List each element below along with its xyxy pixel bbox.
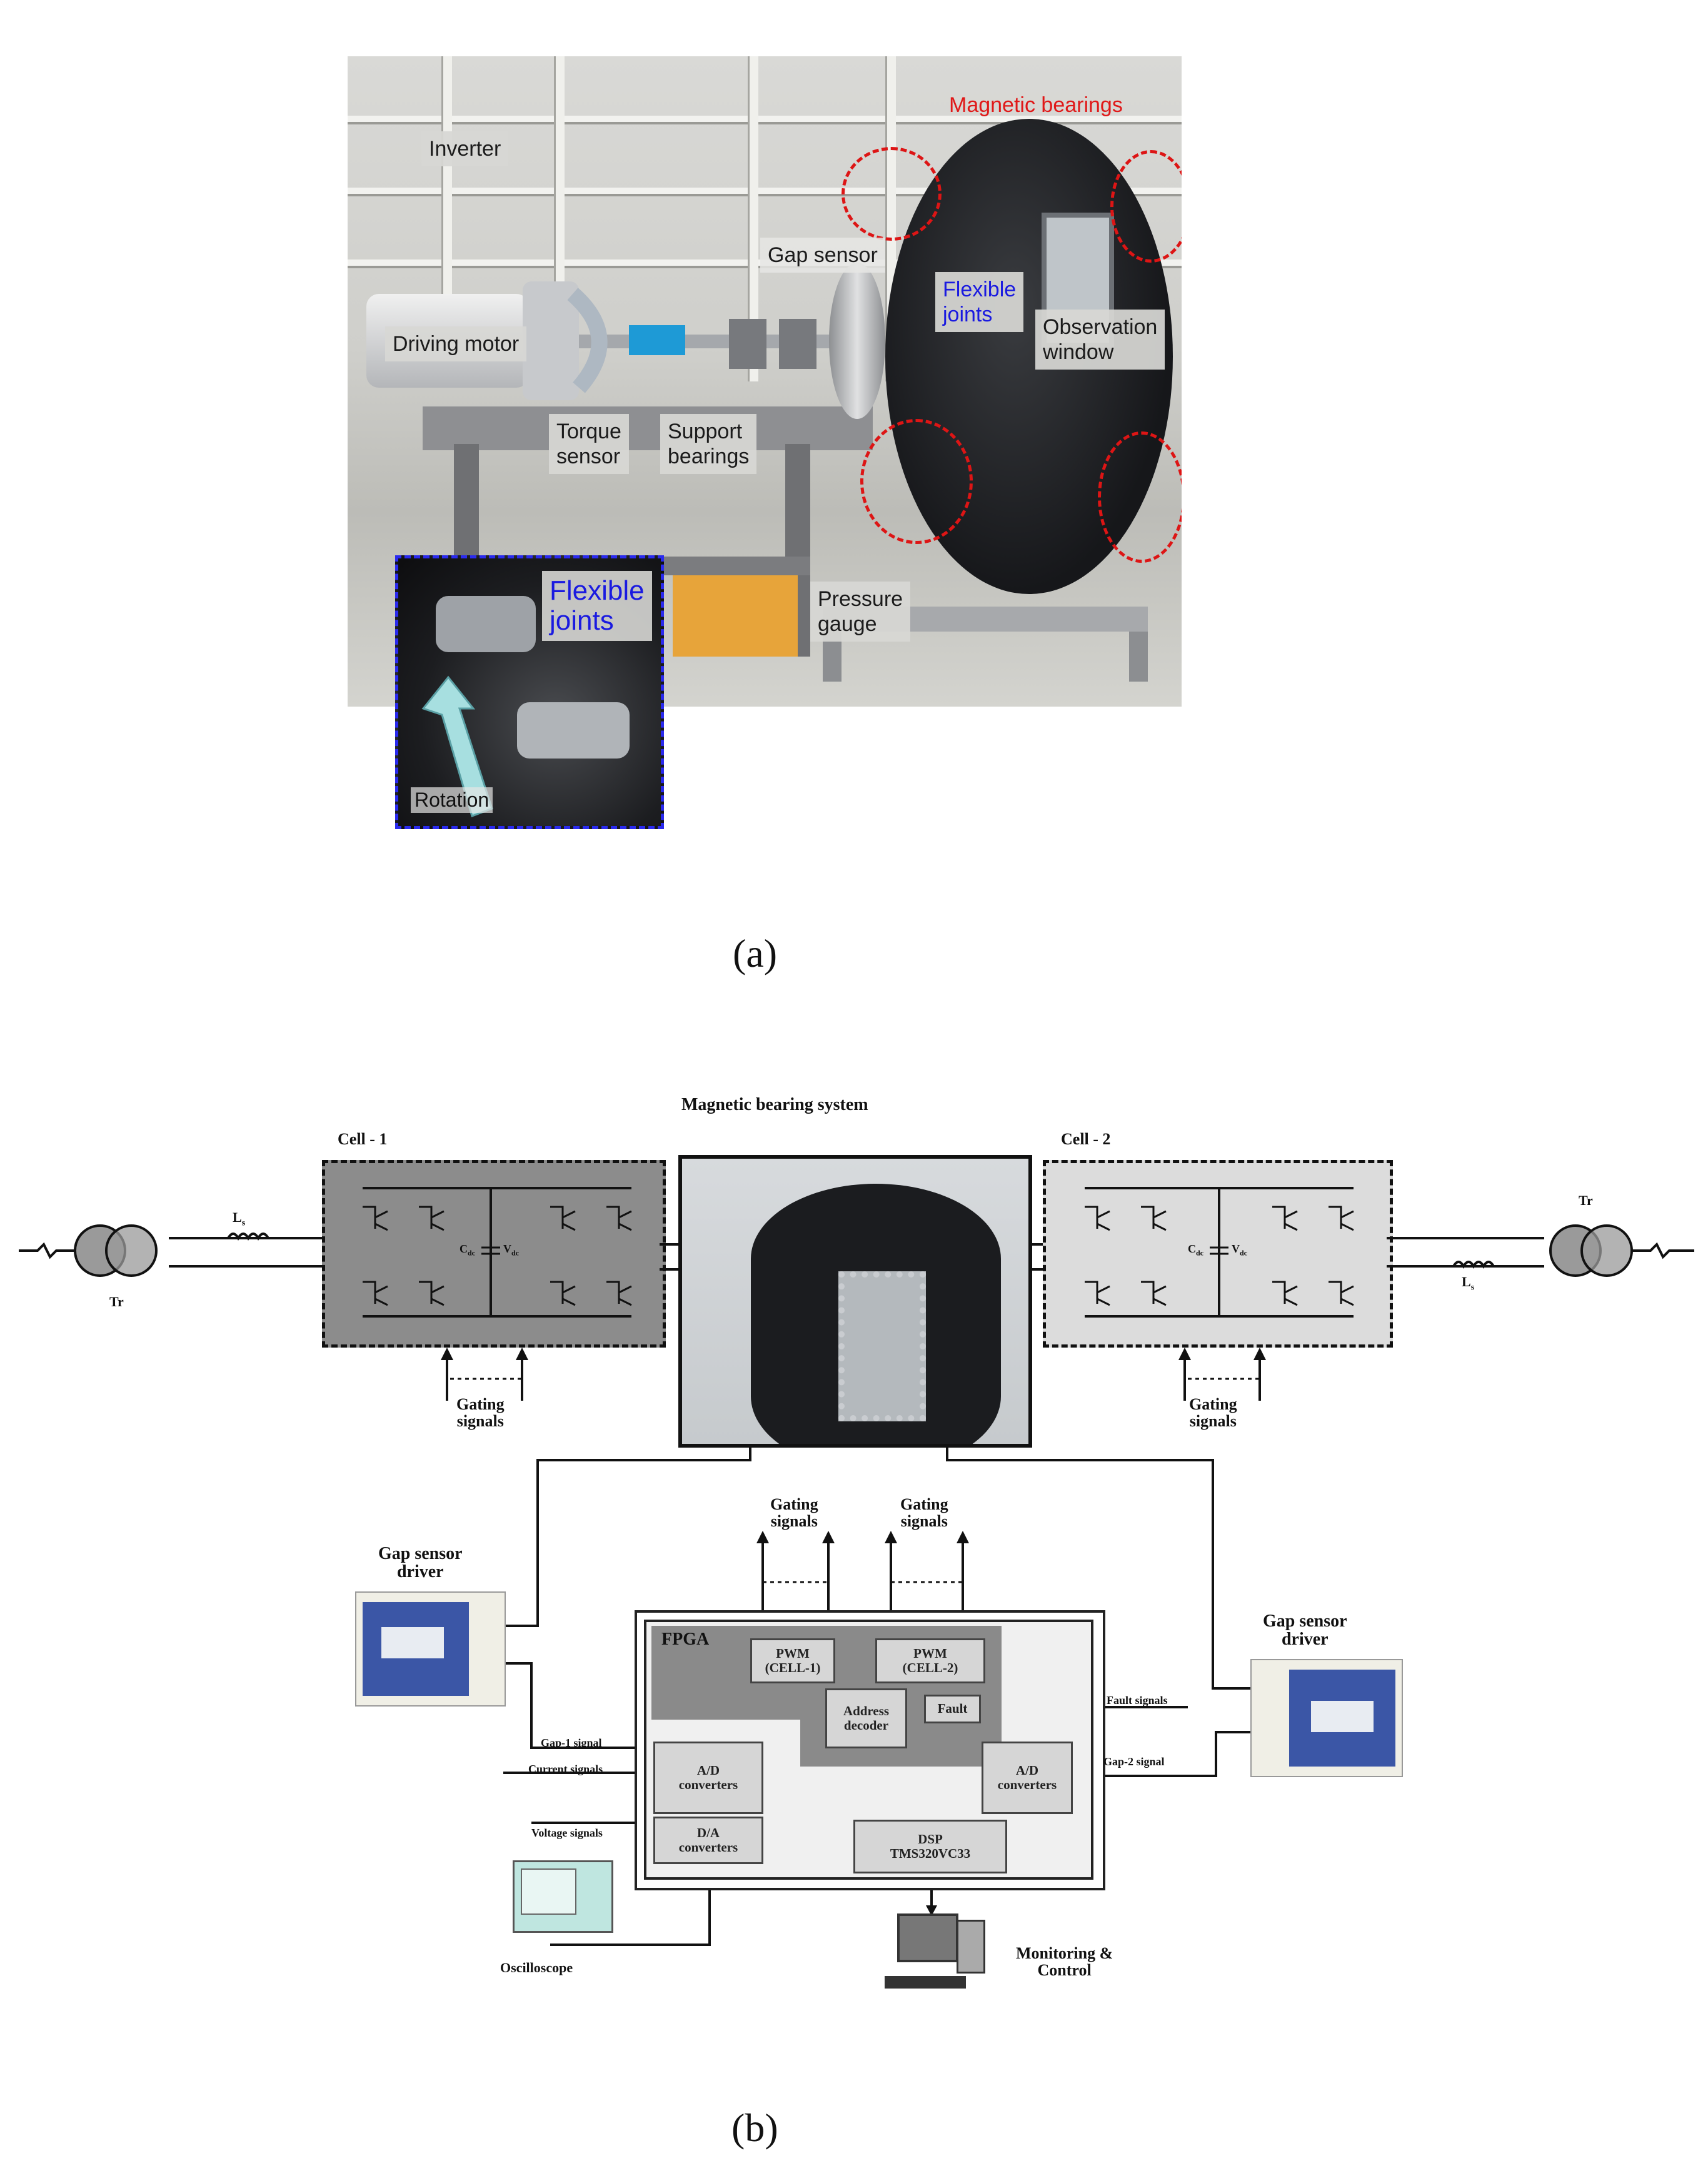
label-inverter: Inverter <box>421 131 509 166</box>
magnetic-bearing-highlight <box>1098 431 1182 563</box>
address-decoder-block: Address decoder <box>825 1688 907 1748</box>
ad-converters-right-block: A/D converters <box>982 1742 1073 1814</box>
cell-1-label: Cell - 1 <box>338 1130 388 1148</box>
magnetic-bearing-highlight <box>860 419 973 544</box>
label-support-bearings: Support bearings <box>660 414 757 474</box>
ad-converters-left-block: A/D converters <box>653 1742 763 1814</box>
label-driving-motor: Driving motor <box>385 326 527 361</box>
fault-block: Fault <box>924 1695 981 1723</box>
label-pressure-gauge: Pressure gauge <box>810 582 911 642</box>
flywheel-disc <box>829 263 885 419</box>
monitoring-control-label: Monitoring & Control <box>1016 1944 1113 1980</box>
pwm-cell-2-block: PWM (CELL-2) <box>875 1638 985 1683</box>
bearing-window <box>838 1271 926 1421</box>
gap-sensor-driver-right-label: Gap sensor driver <box>1263 1611 1347 1650</box>
gating-signals-left: Gating signals <box>456 1395 505 1431</box>
label-observation-window: Observation window <box>1035 310 1165 370</box>
magnetic-bearing-photo <box>678 1155 1032 1448</box>
cap-right-label: Cdc <box>1188 1243 1203 1258</box>
joint-bracket <box>517 702 630 759</box>
support-bearing-block <box>779 319 816 369</box>
current-signals-label: Current signals <box>528 1763 603 1775</box>
fpga-label: FPGA <box>661 1630 710 1649</box>
voltage-signals-label: Voltage signals <box>531 1827 603 1839</box>
rotation-arrow-icon <box>567 288 608 393</box>
driver-display <box>1311 1701 1374 1732</box>
tr-left-label: Tr <box>109 1294 124 1309</box>
ls-right-label: Ls <box>1462 1274 1475 1293</box>
tower <box>957 1920 985 1974</box>
gating-signals-pwm1: Gating signals <box>770 1495 818 1531</box>
gap-2-signal-label: Gap-2 signal <box>1103 1755 1165 1768</box>
gap-sensor-driver-left-label: Gap sensor driver <box>378 1544 463 1582</box>
caption-b: (b) <box>731 2105 778 2150</box>
yellow-crate <box>673 575 798 657</box>
tr-right-label: Tr <box>1579 1192 1593 1208</box>
cart-base <box>1129 632 1148 682</box>
oscilloscope-label: Oscilloscope <box>500 1960 573 1975</box>
driver-display <box>381 1627 444 1658</box>
pwm-cell-1-block: PWM (CELL-1) <box>750 1638 835 1683</box>
fault-signals-label: Fault signals <box>1107 1694 1168 1707</box>
label-inset-flexible-joints: Flexible joints <box>542 571 652 641</box>
oscilloscope-icon <box>513 1860 613 1933</box>
monitor <box>897 1913 958 1962</box>
vdc-right-label: Vdc <box>1232 1243 1247 1258</box>
label-flexible-joints: Flexible joints <box>935 272 1024 332</box>
gap-1-signal-label: Gap-1 signal <box>541 1737 602 1749</box>
vdc-left-label: Vdc <box>503 1243 519 1258</box>
gap-sensor-driver-right-photo <box>1250 1659 1403 1777</box>
da-converters-block: D/A converters <box>653 1817 763 1864</box>
label-magnetic-bearings: Magnetic bearings <box>949 93 1123 117</box>
support-bearing-block <box>729 319 766 369</box>
flexible-joints-inset: Flexible joints Rotation <box>395 555 664 829</box>
label-rotation: Rotation <box>411 787 493 813</box>
shelf-post <box>748 56 758 381</box>
diagram-title: Magnetic bearing system <box>681 1095 868 1114</box>
label-torque-sensor: Torque sensor <box>549 414 629 474</box>
gating-signals-right: Gating signals <box>1189 1395 1237 1431</box>
gating-signals-pwm2: Gating signals <box>900 1495 948 1531</box>
label-gap-sensor: Gap sensor <box>760 238 885 273</box>
magnetic-bearing-highlight <box>1110 150 1182 263</box>
ls-left-label: Ls <box>233 1209 246 1228</box>
dsp-block: DSP TMS320VC33 <box>853 1820 1007 1873</box>
magnetic-bearing-highlight <box>841 147 942 241</box>
rotation-arrow-icon <box>421 675 493 817</box>
torque-sensor-body <box>629 325 685 355</box>
gap-sensor-driver-left-photo <box>355 1591 506 1707</box>
scope-screen <box>521 1868 576 1915</box>
cap-left-label: Cdc <box>460 1243 475 1258</box>
joint-bracket <box>436 596 536 652</box>
rig-base-frame <box>423 406 873 450</box>
cell-2-label: Cell - 2 <box>1061 1130 1111 1148</box>
computer-icon <box>878 1913 985 1995</box>
caption-a: (a) <box>733 931 778 976</box>
keyboard <box>885 1976 966 1989</box>
